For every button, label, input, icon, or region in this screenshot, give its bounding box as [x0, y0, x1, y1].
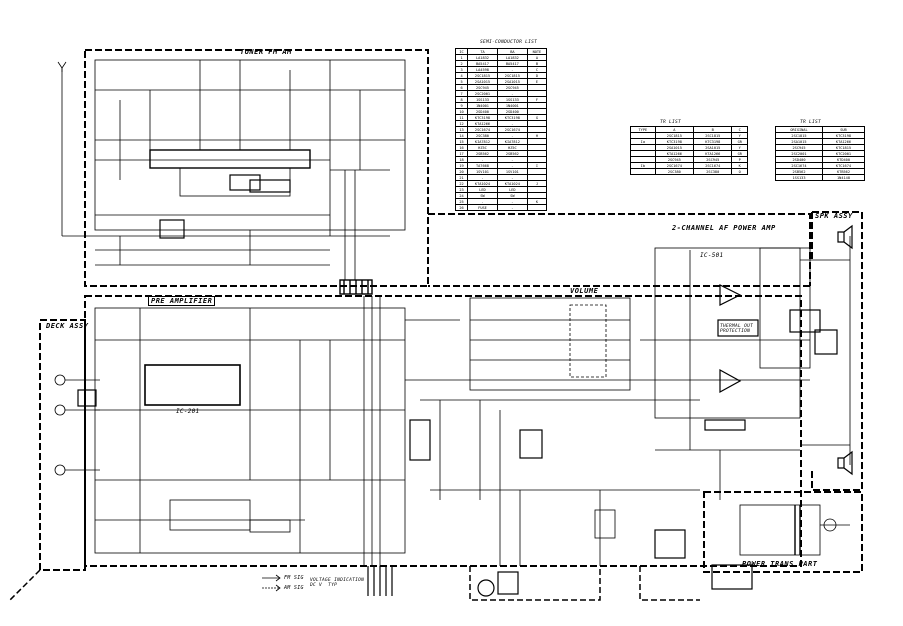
inter-section-connector	[339, 279, 373, 295]
thermal-protection-label: THERMAL OUT PROTECTION	[720, 324, 754, 334]
deck-assy-title: DECK ASSY	[46, 322, 89, 330]
semis-table-title: SEMI-CONDUCTOR LIST	[480, 40, 538, 45]
ic-pre-label: IC-201	[176, 408, 200, 415]
pre-amp-section-title: PRE AMPLIFIER	[148, 296, 216, 306]
opamp-upper	[719, 284, 742, 306]
legend-note: VOLTAGE INDICATION DC V TYP	[310, 578, 365, 588]
table-cell	[630, 168, 656, 175]
power-amp-section-title: 2-CHANNEL AF POWER AMP	[672, 224, 776, 232]
ic-main-label: IC-501	[700, 252, 724, 259]
speaker-icons	[837, 224, 853, 476]
substitute-table-title: TR LIST	[800, 120, 822, 125]
speaker-upper-icon	[837, 224, 853, 250]
deck-connectors	[54, 374, 100, 476]
bottom-bus	[367, 566, 519, 597]
volume-block	[469, 297, 631, 391]
power-trans-section-title: POWER TRANS PART	[742, 560, 818, 568]
table-cell	[526, 204, 548, 211]
tr-table-title: TR LIST	[660, 120, 682, 125]
spk-assy-title: SPK ASSY	[815, 212, 853, 220]
legend-fm: FM SIG	[284, 575, 304, 581]
bottom-dashed-frame	[9, 566, 700, 601]
table-cell: 2SC380	[693, 168, 733, 175]
antenna-icon	[57, 61, 67, 72]
power-transformer	[711, 504, 850, 590]
legend-arrows	[262, 574, 281, 592]
opamp-lower	[719, 368, 742, 394]
volume-label: VOLUME	[570, 287, 599, 295]
spk-assy-outline	[811, 211, 863, 491]
deck-assy-outline	[39, 319, 86, 571]
pre-amp-section-outline	[84, 295, 802, 567]
table-cell: 1N4148	[821, 174, 866, 181]
pre-amp-circuit	[94, 296, 700, 566]
table-cell: FUSE	[467, 204, 498, 211]
tuner-section-outline	[84, 49, 429, 287]
table-cell: O	[731, 168, 748, 175]
table-cell: 26	[454, 204, 469, 211]
speaker-lower-icon	[837, 450, 853, 476]
table-cell: 1SS133	[775, 174, 823, 181]
tuner-section-title: TUNER FM AM	[240, 48, 292, 56]
power-trans-section-outline	[703, 491, 863, 573]
legend-am: AM SIG	[284, 585, 304, 591]
power-amp-circuit	[640, 236, 851, 500]
table-cell: 2SC380	[654, 168, 695, 175]
table-cell: -	[496, 204, 528, 211]
tuner-circuit	[61, 59, 406, 280]
